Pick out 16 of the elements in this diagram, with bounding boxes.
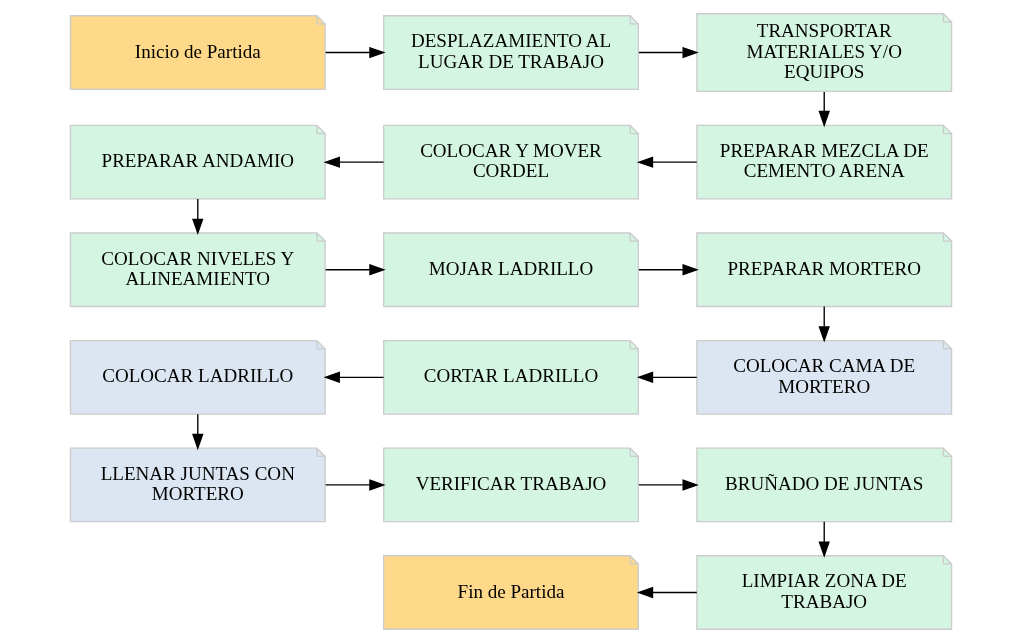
arrow	[323, 371, 385, 384]
arrow	[192, 413, 204, 451]
arrow	[324, 264, 386, 276]
arrow	[818, 91, 830, 128]
arrow	[636, 156, 698, 168]
arrow	[638, 46, 699, 59]
arrow	[818, 521, 830, 558]
arrow	[324, 46, 386, 59]
arrow	[638, 479, 699, 491]
arrow	[324, 479, 386, 491]
arrow	[192, 198, 204, 235]
arrow	[818, 305, 830, 343]
arrow	[636, 586, 698, 599]
arrow	[636, 371, 698, 384]
arrow	[323, 156, 385, 168]
arrow	[638, 264, 699, 276]
